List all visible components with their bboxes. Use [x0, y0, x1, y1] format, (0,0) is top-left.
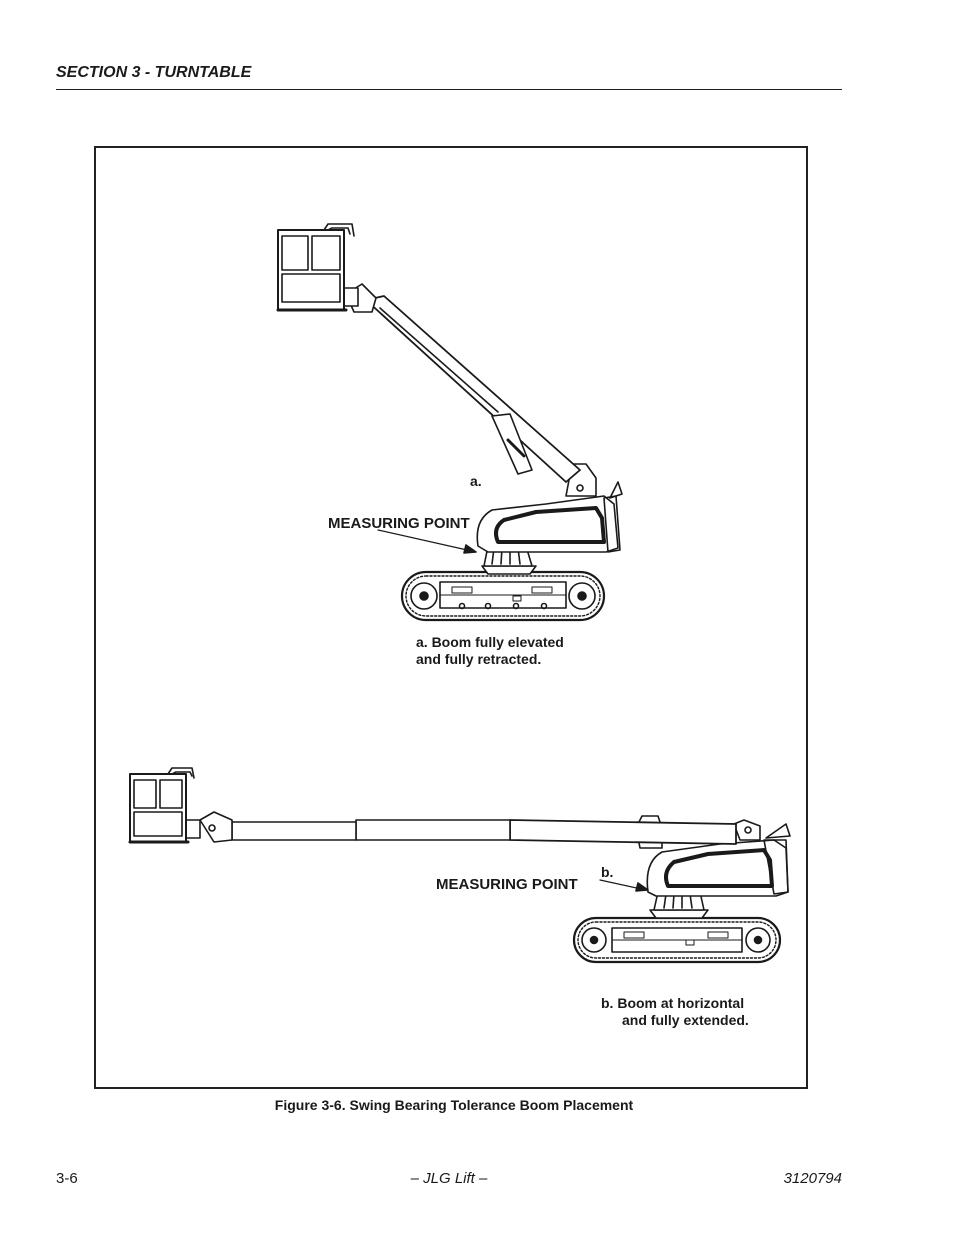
machine-a-caption-line1: a. Boom fully elevated: [416, 634, 564, 650]
figure-caption: Figure 3-6. Swing Bearing Tolerance Boom…: [274, 1097, 634, 1113]
machine-b-measuring-point-label: MEASURING POINT: [436, 876, 578, 893]
machine-b-tag: b.: [601, 864, 614, 880]
machine-b-caption-line2: and fully extended.: [622, 1012, 749, 1028]
footer-publisher: – JLG Lift –: [410, 1170, 488, 1187]
page-number: 3-6: [56, 1170, 78, 1187]
machine-a-tag: a.: [470, 473, 482, 489]
boom-placement-illustration: [128, 223, 791, 964]
machine-b-drawing: [128, 767, 791, 964]
section-header: SECTION 3 - TURNTABLE: [56, 64, 252, 81]
header-rule: [56, 89, 842, 90]
document-number: 3120794: [783, 1170, 842, 1187]
machine-a-drawing: [276, 223, 623, 622]
figure-frame: a. MEASURING POINT a. Boom fully elevate…: [94, 146, 808, 1089]
machine-a-measuring-point-label: MEASURING POINT: [328, 515, 470, 532]
machine-b-caption-line1: b. Boom at horizontal: [601, 995, 745, 1011]
machine-a-caption-line2: and fully retracted.: [416, 651, 542, 667]
